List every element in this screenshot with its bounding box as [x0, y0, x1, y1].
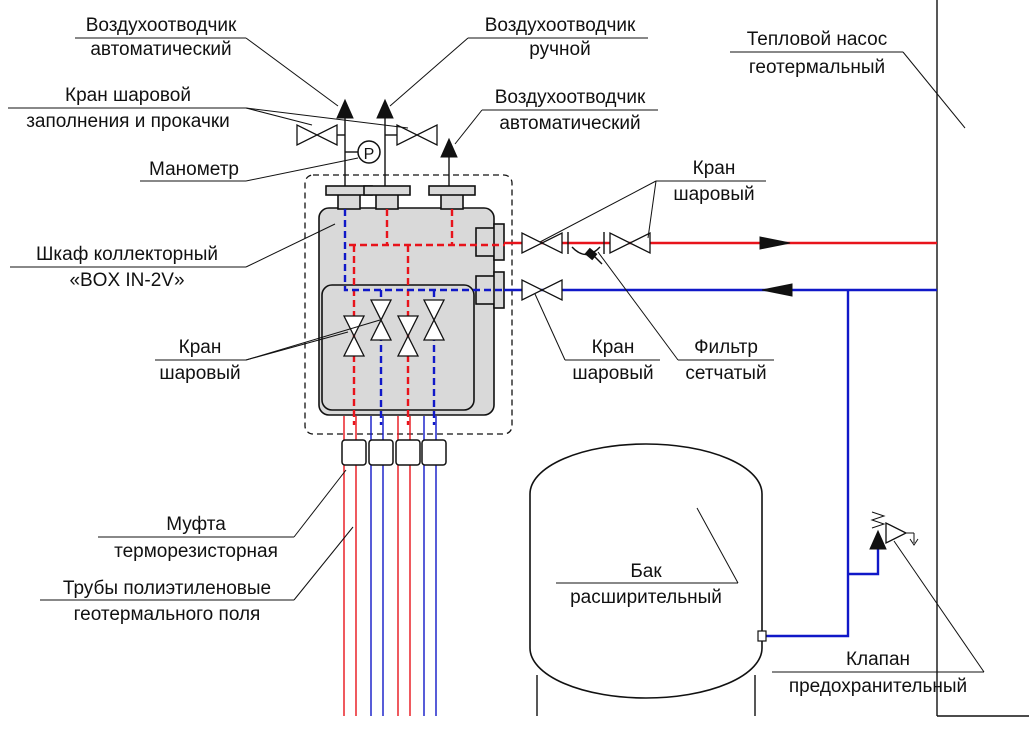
supply-flow-arrow [759, 236, 791, 250]
thermo-couplings [341, 439, 447, 466]
fill-valve-left-icon [296, 123, 338, 147]
top-devices: P [296, 98, 458, 186]
cabinet-outline [304, 174, 513, 435]
ball-valve-mid-label-2: шаровый [572, 363, 653, 384]
safety-valve-label-1: Клапан [846, 649, 910, 670]
filter-label-1: Фильтр [694, 337, 758, 358]
cabinet-label-1: Шкаф коллекторный [36, 244, 218, 265]
supply-ball-valve-2-icon [609, 231, 651, 255]
supply-line [504, 231, 937, 265]
heat-pump-label-1: Тепловой насос [747, 29, 887, 50]
leader-lines [8, 37, 985, 673]
tank-label-2: расширительный [570, 587, 722, 608]
coupling-label-1: Муфта [166, 514, 226, 535]
return-ball-valve-icon [521, 278, 563, 302]
ball-valve-left-label-2: шаровый [159, 363, 240, 384]
manometer-label: Манометр [149, 159, 239, 180]
heat-pump-label-2: геотермальный [749, 57, 885, 78]
ball-valve-top-right-label-1: Кран [693, 158, 736, 179]
mesh-filter-icon [567, 232, 605, 265]
coupling-label-2: терморезисторная [114, 541, 278, 562]
air-vent-manual-label-2: ручной [529, 39, 590, 60]
fill-valve-label-2: заполнения и прокачки [26, 111, 230, 132]
safety-valve-icon [869, 511, 919, 550]
tank-label-1: Бак [630, 561, 662, 582]
tank-connection [757, 630, 767, 642]
air-vent-auto-1-icon [336, 98, 354, 119]
expansion-tank [529, 443, 767, 716]
heat-pump-unit [936, 0, 1029, 717]
air-vent-manual-label-1: Воздухоотводчик [485, 15, 636, 36]
ball-valve-left-label-1: Кран [179, 337, 222, 358]
fill-valve-right-icon [396, 123, 438, 147]
field-pipes [343, 416, 437, 716]
air-vent-auto-2-label-1: Воздухоотводчик [495, 87, 646, 108]
manometer-icon [357, 140, 381, 164]
supply-ball-valve-1-icon [521, 231, 563, 255]
safety-valve-label-2: предохранительный [789, 676, 967, 697]
collector-lower-panel [321, 284, 475, 411]
filter-label-2: сетчатый [685, 363, 766, 384]
air-vent-auto-1-label-1: Воздухоотводчик [86, 15, 237, 36]
labels: Воздухоотводчик автоматический Воздухоот… [26, 15, 967, 697]
ball-valve-mid-label-1: Кран [592, 337, 635, 358]
ball-valve-top-right-label-2: шаровый [673, 184, 754, 205]
pipes-label-1: Трубы полиэтиленовые [63, 578, 271, 599]
air-vent-auto-2-icon [440, 137, 458, 158]
air-vent-manual-icon [376, 98, 394, 119]
collector-top-nozzles [325, 185, 476, 210]
return-flow-arrow [761, 283, 793, 297]
fill-valve-label-1: Кран шаровой [65, 85, 191, 106]
manometer-symbol: P [364, 146, 375, 163]
cabinet-label-2: «BOX IN-2V» [69, 270, 184, 291]
pipes-label-2: геотермального поля [74, 604, 261, 625]
air-vent-auto-1-label-2: автоматический [90, 39, 231, 60]
return-line [504, 278, 937, 638]
air-vent-auto-2-label-2: автоматический [499, 113, 640, 134]
